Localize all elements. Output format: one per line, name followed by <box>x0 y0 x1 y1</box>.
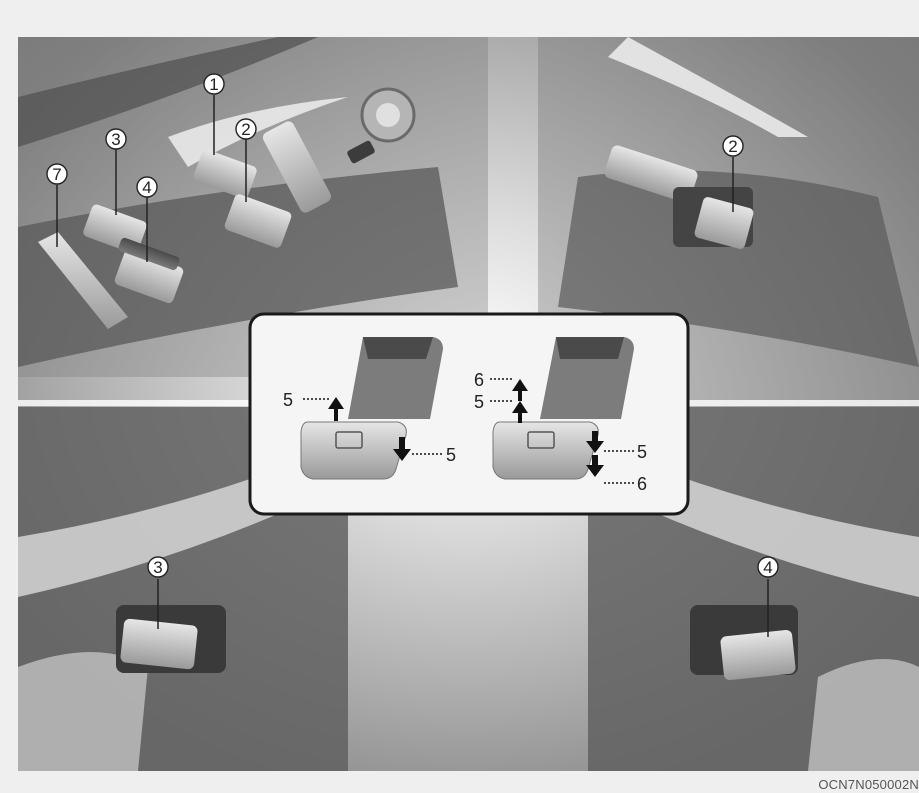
inset-label-right-down-inner: 5 <box>637 442 647 462</box>
power-window-switches-illustration: 1 2 3 4 7 2 3 4 5 5 <box>18 37 919 771</box>
operation-inset: 5 5 6 5 5 6 <box>250 314 688 514</box>
inset-label-left-up: 5 <box>283 390 293 410</box>
callout-2-passenger: 2 <box>728 137 737 156</box>
callout-2: 2 <box>241 120 250 139</box>
mirror-knob-center <box>376 103 400 127</box>
rear-right-armrest <box>808 659 919 771</box>
callout-3: 3 <box>111 130 120 149</box>
callout-7: 7 <box>52 165 61 184</box>
rear-left-window-switch <box>116 605 226 673</box>
inset-label-right-up-inner: 5 <box>474 392 484 412</box>
rear-right-window-switch <box>690 605 798 681</box>
callout-1: 1 <box>209 75 218 94</box>
inset-switch-right <box>493 422 598 479</box>
inset-label-right-up-outer: 6 <box>474 370 484 390</box>
scene-svg: 1 2 3 4 7 2 3 4 5 5 <box>18 37 919 771</box>
figure-code: OCN7N050002N <box>818 777 919 793</box>
callout-4-rear-right: 4 <box>763 558 772 577</box>
inset-switch-left <box>301 422 406 479</box>
callout-4: 4 <box>142 178 151 197</box>
callout-3-rear-left: 3 <box>153 558 162 577</box>
passenger-window-switch <box>673 187 755 250</box>
inset-label-left-down: 5 <box>446 445 456 465</box>
inset-label-right-down-outer: 6 <box>637 474 647 494</box>
